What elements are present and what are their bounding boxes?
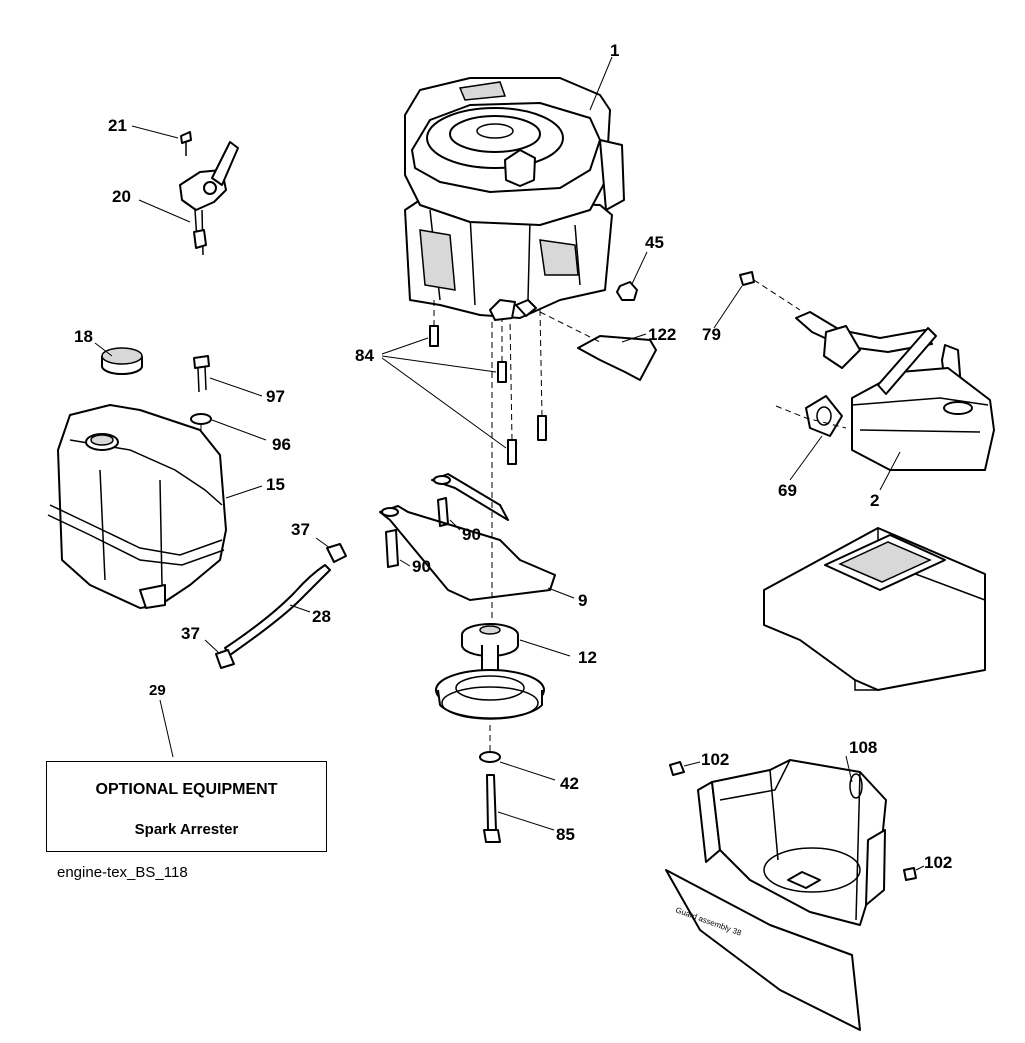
gasket-axis bbox=[775, 405, 847, 429]
leader-29 bbox=[159, 699, 174, 758]
label-37a: 37 bbox=[291, 520, 310, 539]
pulley bbox=[435, 623, 545, 720]
optional-equipment-box: OPTIONAL EQUIPMENT Spark Arrester bbox=[46, 761, 327, 852]
leader-9 bbox=[547, 587, 575, 599]
label-84: 84 bbox=[355, 346, 374, 365]
fuel-hose bbox=[224, 564, 331, 656]
bolt-85-head bbox=[483, 829, 501, 843]
screw-79 bbox=[739, 271, 755, 286]
leader-84 bbox=[381, 337, 507, 449]
reference-code: engine-tex_BS_118 bbox=[57, 864, 188, 881]
leader-45 bbox=[631, 251, 648, 285]
label-69: 69 bbox=[778, 481, 797, 500]
bolt-85-shank bbox=[486, 774, 497, 831]
shield-axis bbox=[539, 311, 601, 343]
engine-bolts bbox=[429, 325, 547, 465]
leader-90b bbox=[399, 559, 411, 567]
screw-79-axis bbox=[753, 279, 801, 311]
label-102a: 102 bbox=[701, 750, 729, 769]
leader-96 bbox=[211, 419, 267, 441]
leader-108 bbox=[845, 755, 853, 783]
leader-12 bbox=[519, 639, 571, 657]
hose-clamp-upper bbox=[326, 543, 347, 563]
label-90a: 90 bbox=[462, 525, 481, 544]
belt-guide-arm bbox=[431, 473, 509, 521]
leader-69 bbox=[789, 435, 823, 481]
leader-2 bbox=[879, 451, 901, 491]
leader-21 bbox=[131, 125, 179, 139]
belt-guide bbox=[379, 505, 556, 601]
bolt-axes bbox=[433, 300, 543, 441]
label-29: 29 bbox=[149, 682, 166, 699]
leader-1 bbox=[589, 56, 613, 111]
heat-shield bbox=[577, 335, 657, 381]
label-108: 108 bbox=[849, 738, 877, 757]
leader-122 bbox=[621, 333, 647, 343]
leader-102a bbox=[683, 761, 701, 767]
guide-eyelet-right bbox=[433, 475, 451, 485]
leader-20 bbox=[138, 199, 191, 223]
leader-85 bbox=[497, 811, 555, 831]
label-2: 2 bbox=[870, 491, 879, 510]
washer-42 bbox=[479, 751, 501, 763]
fuel-tank bbox=[47, 404, 227, 609]
spark-arrester-label: Spark Arrester bbox=[134, 821, 239, 838]
bolt-90-left bbox=[385, 529, 399, 568]
optional-equipment-title: OPTIONAL EQUIPMENT bbox=[95, 781, 278, 798]
engine bbox=[404, 77, 625, 321]
label-37b: 37 bbox=[181, 624, 200, 643]
fuel-cap bbox=[101, 347, 143, 375]
leader-97 bbox=[209, 377, 263, 397]
label-28: 28 bbox=[312, 607, 331, 626]
leader-37a bbox=[315, 537, 331, 549]
hose-clamp-lower bbox=[215, 649, 235, 669]
label-96: 96 bbox=[272, 435, 291, 454]
leader-15 bbox=[225, 485, 263, 499]
label-97: 97 bbox=[266, 387, 285, 406]
label-122: 122 bbox=[648, 325, 676, 344]
washer-96 bbox=[190, 413, 212, 425]
label-42: 42 bbox=[560, 774, 579, 793]
leader-79 bbox=[713, 285, 743, 329]
gasket-69 bbox=[805, 395, 843, 437]
leader-37b bbox=[204, 639, 219, 653]
label-1: 1 bbox=[610, 41, 619, 60]
label-102b: 102 bbox=[924, 853, 952, 872]
label-79: 79 bbox=[702, 325, 721, 344]
leader-102b bbox=[915, 865, 925, 871]
guard-assembly bbox=[665, 759, 887, 1031]
muffler bbox=[795, 311, 995, 471]
label-15: 15 bbox=[266, 475, 285, 494]
label-21: 21 bbox=[108, 116, 127, 135]
label-20: 20 bbox=[112, 187, 131, 206]
gasket-hole bbox=[816, 406, 832, 426]
throttle-control bbox=[179, 131, 239, 256]
label-18: 18 bbox=[74, 327, 93, 346]
guide-eyelet-left bbox=[381, 507, 399, 517]
nut-45 bbox=[616, 281, 638, 301]
label-45: 45 bbox=[645, 233, 664, 252]
screw-102-top bbox=[669, 761, 685, 776]
tank-screw bbox=[193, 355, 210, 393]
leader-42 bbox=[499, 761, 556, 781]
label-90b: 90 bbox=[412, 557, 431, 576]
leader-18 bbox=[94, 342, 113, 357]
label-85: 85 bbox=[556, 825, 575, 844]
label-9: 9 bbox=[578, 591, 587, 610]
mounting-plate bbox=[763, 527, 986, 691]
leader-28 bbox=[289, 604, 311, 613]
label-12: 12 bbox=[578, 648, 597, 667]
screw-102-right bbox=[903, 867, 917, 881]
